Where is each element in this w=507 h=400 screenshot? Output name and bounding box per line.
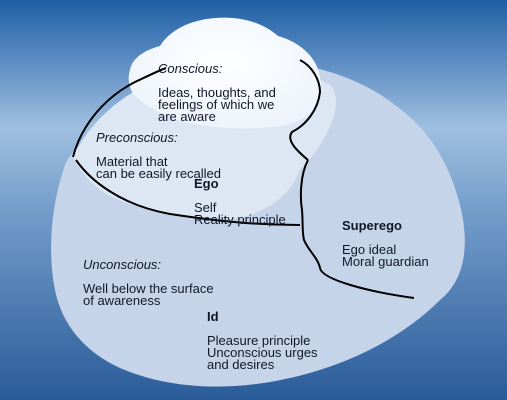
- conscious-description: Ideas, thoughts, and feelings of which w…: [158, 85, 276, 124]
- preconscious-description: Material that can be easily recalled: [96, 154, 222, 181]
- superego-boundary-line: [299, 159, 415, 299]
- ego-boundary-line: [75, 159, 301, 226]
- id-label: Id Pleasure principle Unconscious urges …: [207, 299, 318, 383]
- unconscious-description: Well below the surface of awareness: [83, 281, 214, 308]
- ego-label: Ego Self Reality principle: [194, 166, 286, 238]
- superego-description: Ego ideal Moral guardian: [342, 242, 429, 269]
- superego-label: Superego Ego ideal Moral guardian: [342, 208, 429, 280]
- id-description: Pleasure principle Unconscious urges and…: [207, 333, 318, 372]
- preconscious-label: Preconscious: Material that can be easil…: [96, 120, 221, 192]
- conscious-heading: Conscious:: [158, 61, 223, 76]
- ego-heading: Ego: [194, 176, 219, 191]
- id-heading: Id: [207, 309, 219, 324]
- preconscious-heading: Preconscious:: [96, 130, 178, 145]
- unconscious-label: Unconscious: Well below the surface of a…: [83, 247, 214, 319]
- conscious-label: Conscious: Ideas, thoughts, and feelings…: [158, 51, 276, 135]
- superego-heading: Superego: [342, 218, 402, 233]
- iceberg-tip: [128, 17, 322, 129]
- conscious-boundary-line: [72, 59, 322, 161]
- ego-description: Self Reality principle: [194, 200, 286, 227]
- unconscious-heading: Unconscious:: [83, 257, 162, 272]
